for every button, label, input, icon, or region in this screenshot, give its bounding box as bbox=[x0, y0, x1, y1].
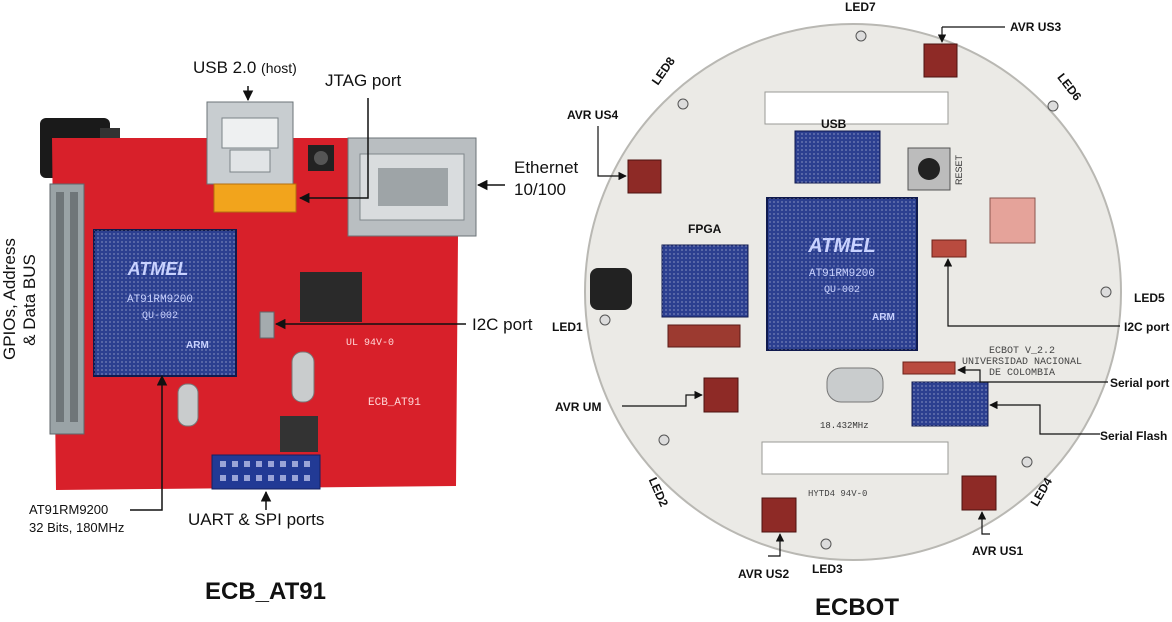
label-led7: LED7 bbox=[845, 0, 876, 14]
cpu-sub-silk: QU-002 bbox=[142, 311, 178, 322]
label-usb-host: (host) bbox=[261, 60, 297, 76]
label-cpu-1: AT91RM9200 bbox=[29, 502, 108, 517]
label-cpu-2: 32 Bits, 180MHz bbox=[29, 520, 124, 535]
label-serial-flash: Serial Flash bbox=[1100, 429, 1167, 443]
jtag-header bbox=[214, 184, 296, 212]
label-ethernet-1: Ethernet bbox=[514, 158, 578, 178]
fpga-header bbox=[668, 325, 740, 347]
board-title-2: UNIVERSIDAD NACIONAL bbox=[962, 357, 1082, 368]
cpu-part-silk: AT91RM9200 bbox=[127, 294, 193, 306]
label-avr-us1: AVR US1 bbox=[972, 544, 1023, 558]
avr-us1-chip bbox=[962, 476, 996, 510]
uart-spi-header bbox=[212, 455, 320, 489]
label-avr-us4: AVR US4 bbox=[567, 108, 618, 122]
label-usb: USB 2.0 (host) bbox=[193, 58, 297, 78]
label-usb-main: USB 2.0 bbox=[193, 58, 256, 77]
cpu-arm-silk: ARM bbox=[186, 340, 209, 351]
crystal bbox=[827, 368, 883, 402]
bottom-cutout bbox=[762, 442, 948, 474]
ecb-at91-board: ATMEL AT91RM9200 QU-002 ARM ECB_AT91 UL … bbox=[40, 86, 505, 510]
inductor bbox=[590, 268, 632, 310]
label-ethernet-2: 10/100 bbox=[514, 180, 566, 200]
top-cutout bbox=[765, 92, 948, 124]
ecbot-cpu-sub-silk: QU-002 bbox=[824, 285, 860, 296]
pink-chip bbox=[990, 198, 1035, 243]
avr-us2-chip bbox=[762, 498, 796, 532]
label-avr-us3: AVR US3 bbox=[1010, 20, 1061, 34]
board-title-1: ECBOT V_2.2 bbox=[989, 346, 1055, 357]
serial-port-header bbox=[903, 362, 955, 374]
avr-um-chip bbox=[704, 378, 738, 412]
crystal-silk: 18.432MHz bbox=[820, 421, 869, 431]
label-i2c-left: I2C port bbox=[472, 315, 532, 335]
label-gpio-1: GPIOs, Address bbox=[0, 240, 20, 360]
label-avr-us2: AVR US2 bbox=[738, 567, 789, 581]
ecbot-cpu-brand-silk: ATMEL bbox=[807, 235, 875, 257]
ul-silk-left: UL 94V-0 bbox=[346, 338, 394, 349]
label-i2c-right: I2C port bbox=[1124, 320, 1169, 334]
small-ic bbox=[280, 416, 318, 452]
ecbot-cpu-arm-silk: ARM bbox=[872, 312, 895, 323]
label-led5: LED5 bbox=[1134, 291, 1165, 305]
label-avr-um: AVR UM bbox=[555, 400, 601, 414]
reset-silk: RESET bbox=[954, 154, 964, 185]
cpu-brand-silk: ATMEL bbox=[127, 259, 189, 279]
label-led1: LED1 bbox=[552, 320, 583, 334]
avr-us3-chip bbox=[924, 44, 957, 77]
caption-ecbot: ECBOT bbox=[815, 594, 899, 622]
board-name-silk: ECB_AT91 bbox=[368, 397, 421, 409]
label-serial-port: Serial port bbox=[1110, 376, 1169, 390]
label-usb-right: USB bbox=[821, 117, 846, 131]
i2c-header-right bbox=[932, 240, 966, 257]
gpio-header bbox=[50, 184, 84, 434]
caption-ecb-at91: ECB_AT91 bbox=[205, 578, 326, 606]
label-led3: LED3 bbox=[812, 562, 843, 576]
label-jtag: JTAG port bbox=[325, 71, 401, 91]
ul-silk-right: HYTD4 94V-0 bbox=[808, 489, 867, 499]
label-fpga: FPGA bbox=[688, 222, 721, 236]
label-uart: UART & SPI ports bbox=[188, 510, 324, 530]
board-title-3: DE COLOMBIA bbox=[989, 368, 1055, 379]
avr-us4-chip bbox=[628, 160, 661, 193]
ethernet-phy-chip bbox=[300, 272, 362, 322]
ecbot-cpu-part-silk: AT91RM9200 bbox=[809, 268, 875, 280]
i2c-header-left bbox=[260, 312, 274, 338]
label-gpio-2: & Data BUS bbox=[20, 240, 40, 360]
